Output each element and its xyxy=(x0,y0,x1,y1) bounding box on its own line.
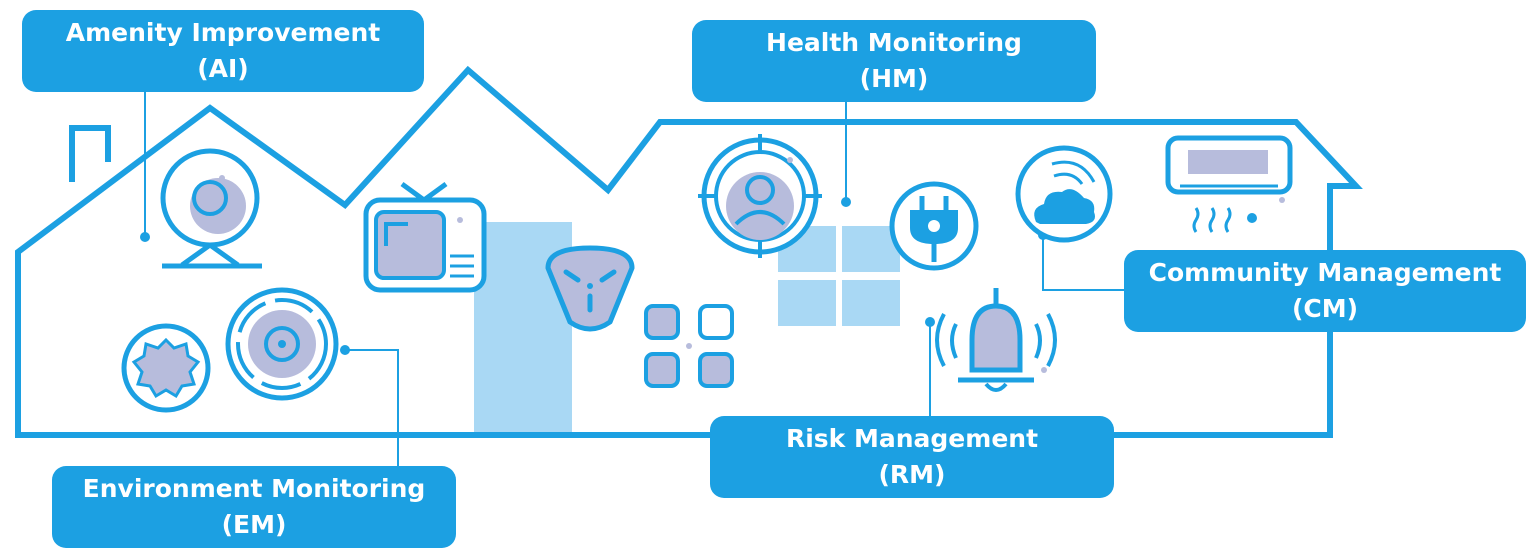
label-em-abbr: (EM) xyxy=(221,510,287,539)
smoke-detector-icon xyxy=(225,287,339,401)
label-cm-abbr: (CM) xyxy=(1291,294,1359,323)
label-ai-abbr: (AI) xyxy=(197,54,249,83)
app-grid-icon xyxy=(644,304,734,388)
label-community-management: Community Management (CM) xyxy=(1124,250,1526,332)
air-conditioner-icon xyxy=(1165,135,1293,233)
label-ai-title: Amenity Improvement xyxy=(65,18,381,47)
label-em-title: Environment Monitoring xyxy=(82,474,426,503)
window xyxy=(778,226,900,326)
alarm-bell-icon xyxy=(935,288,1057,392)
cloud-icon xyxy=(1015,145,1113,243)
label-hm-abbr: (HM) xyxy=(859,64,929,93)
face-scan-icon xyxy=(698,134,822,258)
label-environment-monitoring: Environment Monitoring (EM) xyxy=(52,466,456,548)
tv-icon xyxy=(363,181,487,293)
label-cm-title: Community Management xyxy=(1148,258,1502,287)
label-amenity-improvement: Amenity Improvement (AI) xyxy=(22,10,424,92)
label-rm-abbr: (RM) xyxy=(878,460,946,489)
label-risk-management: Risk Management (RM) xyxy=(710,416,1114,498)
smart-speaker-icon xyxy=(545,245,635,332)
gear-icon xyxy=(121,323,211,413)
webcam-icon xyxy=(160,148,262,269)
connector-lines xyxy=(144,90,1124,466)
label-rm-title: Risk Management xyxy=(785,424,1039,453)
plug-icon xyxy=(889,181,979,271)
label-hm-title: Health Monitoring xyxy=(766,28,1022,57)
label-health-monitoring: Health Monitoring (HM) xyxy=(692,20,1096,102)
